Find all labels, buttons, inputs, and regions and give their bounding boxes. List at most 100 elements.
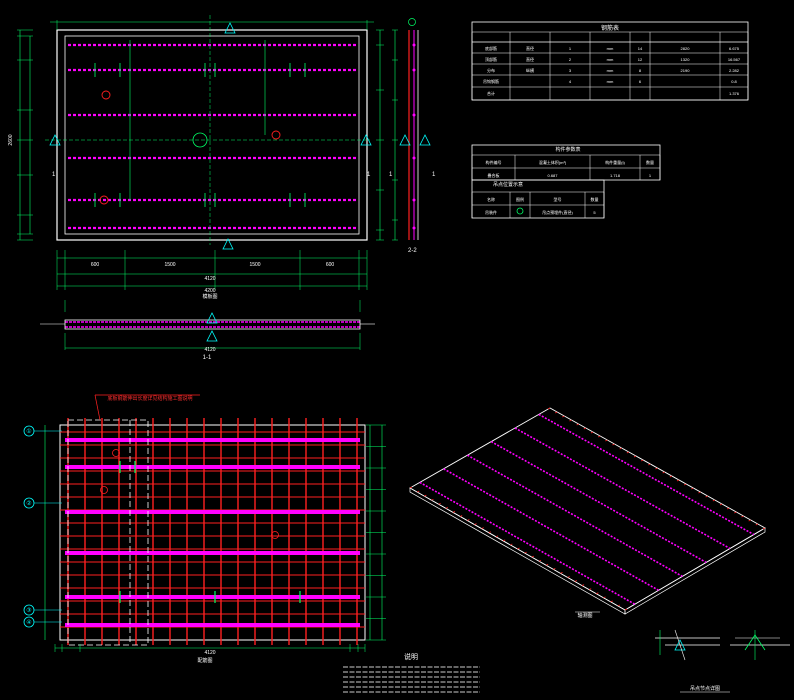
dim-overall-width: 4200 <box>204 288 215 294</box>
rebar-table-cell: 1 <box>569 46 572 51</box>
rebar-dashed-outline <box>67 419 149 646</box>
iso-caption: 轴测图 <box>577 612 592 619</box>
iso-rebar-line <box>467 454 683 578</box>
iso-rebar-line <box>419 481 636 605</box>
grid-bubble-3: ③ <box>23 604 35 616</box>
iso-edge-tick <box>574 580 578 582</box>
lifting-legend-icon <box>516 207 524 215</box>
section-1-1-slab <box>64 319 361 330</box>
iso-edge-tick <box>719 503 723 506</box>
section-rebar-dot <box>412 43 416 47</box>
iso-edge-tick <box>569 419 572 422</box>
summary-table-header: 构件编号 <box>486 159 502 165</box>
iso-edge-tick <box>734 511 737 514</box>
dim-seg-3: 1500 <box>249 262 260 268</box>
section-label-2-2: 2-2 <box>408 248 417 254</box>
dim-rebar-width: 4120 <box>204 650 215 656</box>
grid-bubble-4: ④ <box>23 616 35 628</box>
rebar-table-cell: 合计 <box>487 90 495 96</box>
svg-text:②: ② <box>26 500 31 507</box>
lifting-table-header: 数量 <box>591 196 599 202</box>
iso-edge-tick <box>547 407 551 410</box>
rebar-table-cell: 3 <box>569 68 572 73</box>
summary-table-cell: 1 <box>649 173 652 178</box>
iso-edge-tick <box>488 531 492 534</box>
rebar-note: 底板钢筋伸出长度详见结构施工图说明 <box>107 395 192 402</box>
iso-edge-tick <box>655 467 658 470</box>
rebar-plan-frame <box>59 424 366 641</box>
lifting-table-header: 型号 <box>554 196 562 202</box>
grid-bubble-2: ② <box>23 497 35 509</box>
iso-edge-tick <box>726 507 730 510</box>
summary-table-cell: 0.687 <box>547 173 558 178</box>
plan-center-circle <box>192 132 208 148</box>
iso-edge-tick <box>619 447 622 450</box>
iso-edge-tick <box>531 555 535 558</box>
rebar-table-cell: 4 <box>569 79 572 84</box>
section-bubble <box>408 18 416 26</box>
iso-edge-tick <box>445 506 449 509</box>
iso-edge-tick <box>597 435 601 438</box>
rebar-leader <box>94 394 101 421</box>
dim-seg-2: 1500 <box>164 262 175 268</box>
iso-edge-tick <box>741 515 744 518</box>
section-marker <box>419 134 431 146</box>
iso-edge-tick <box>624 608 628 611</box>
iso-edge-tick <box>517 547 520 550</box>
iso-edge-tick <box>605 439 608 442</box>
rebar-table-cell: 6.675 <box>729 46 740 51</box>
iso-edge-tick <box>610 600 613 603</box>
iso-edge-tick <box>495 535 499 538</box>
dim-seg-1: 600 <box>91 262 100 268</box>
dim-inner-width: 4120 <box>204 276 215 282</box>
rebar-table-cell: 8 <box>639 68 642 73</box>
lifting-table-header: 图例 <box>516 196 524 202</box>
section-rebar-dot <box>412 156 416 160</box>
lifting-table-cell: 吊点预埋件(直径) <box>542 209 573 215</box>
rebar-table-cell: 6 <box>639 79 642 84</box>
iso-edge-tick <box>560 572 563 574</box>
iso-edge-tick <box>502 539 506 542</box>
plan-inner-frame <box>64 35 360 235</box>
iso-edge-tick <box>567 576 570 578</box>
rebar-table-cell: 14 <box>638 46 643 51</box>
iso-edge-tick <box>467 519 470 521</box>
detail-marker <box>674 639 686 651</box>
section-1-1-marker <box>206 312 218 324</box>
iso-edge-tick <box>562 415 565 418</box>
dim-section-width: 4120 <box>204 347 215 353</box>
rebar-table-cell: 直径 <box>526 56 534 62</box>
section-rebar-dot <box>412 198 416 202</box>
section-label-1-1: 1-1 <box>203 355 212 361</box>
lift-point-2 <box>271 130 281 140</box>
iso-top-face <box>409 407 766 611</box>
iso-edge-tick <box>538 559 542 562</box>
iso-rebar-line <box>490 440 707 564</box>
rebar-table-cell: mm <box>607 57 614 62</box>
section-marker <box>399 134 411 146</box>
rebar-table-cell: 1.376 <box>729 91 740 96</box>
iso-edge-tick <box>683 483 687 486</box>
iso-edge-tick <box>705 495 708 498</box>
grid-bubble-1: ① <box>23 425 35 437</box>
iso-edge-tick <box>590 431 594 434</box>
rebar-table-cell: mm <box>607 68 614 73</box>
iso-edge-tick <box>424 494 427 497</box>
rebar-lift-1 <box>112 449 120 457</box>
iso-edge-tick <box>603 596 606 599</box>
iso-edge-tick <box>691 487 694 490</box>
section-marker-left <box>49 134 61 146</box>
rebar-table-cell: 分布 <box>487 67 495 73</box>
summary-table-header: 构件重量(t) <box>605 159 625 165</box>
summary-table-header: 数量 <box>646 159 654 165</box>
axis-label-section: 1 <box>389 172 393 178</box>
lift-point-3 <box>99 195 109 205</box>
plan-caption: 模板图 <box>202 293 217 300</box>
rebar-table-cell: 底部筋 <box>485 45 497 51</box>
iso-edge-tick <box>662 471 665 474</box>
svg-text:①: ① <box>26 428 31 435</box>
rebar-table-cell: 2 <box>569 57 572 62</box>
iso-edge-tick <box>640 459 644 462</box>
rebar-table-cell: 吊钩钢筋 <box>483 78 499 84</box>
